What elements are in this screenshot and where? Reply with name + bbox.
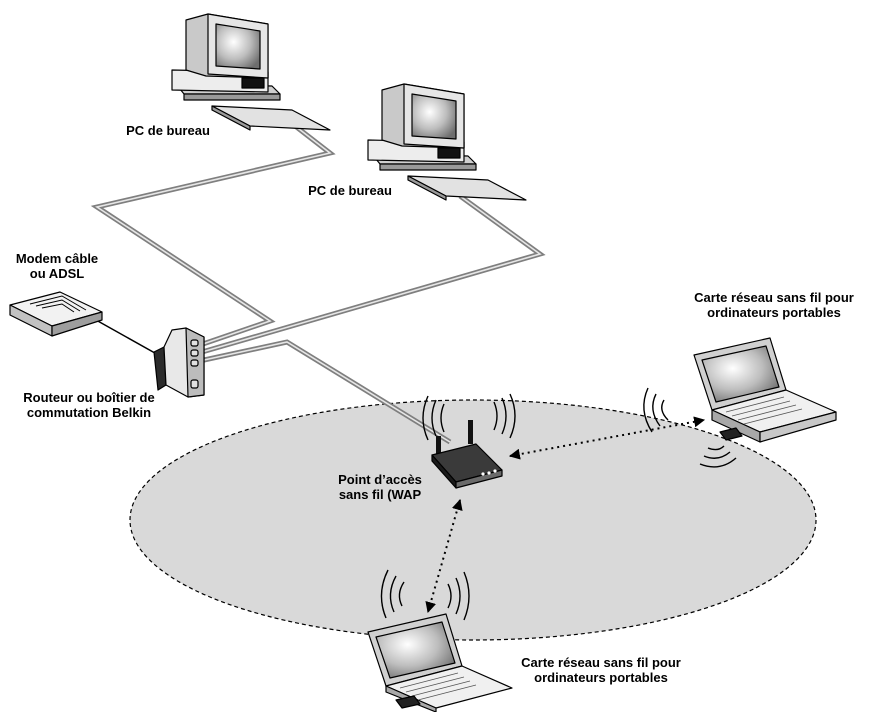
wireless-coverage-area bbox=[129, 399, 817, 641]
desktop-pc-2-icon bbox=[367, 83, 527, 201]
laptop-right-label: Carte réseau sans fil pour ordinateurs p… bbox=[676, 290, 872, 320]
laptop-bottom-label: Carte réseau sans fil pour ordinateurs p… bbox=[503, 655, 699, 685]
laptop-bottom-label-line1: Carte réseau sans fil pour bbox=[521, 655, 681, 670]
laptop-right-label-line2: ordinateurs portables bbox=[707, 305, 841, 320]
modem-icon bbox=[9, 291, 103, 337]
router-icon bbox=[153, 327, 205, 398]
wireless-access-point-icon bbox=[431, 420, 503, 489]
laptop-right-icon bbox=[693, 337, 837, 443]
wap-label-line1: Point d’accès bbox=[338, 472, 422, 487]
router-label: Routeur ou boîtier de commutation Belkin bbox=[4, 390, 174, 420]
wap-label-line2: sans fil (WAP bbox=[338, 487, 422, 502]
router-label-line2: commutation Belkin bbox=[26, 405, 152, 420]
modem-label-line2: ou ADSL bbox=[29, 266, 85, 281]
modem-label: Modem câble ou ADSL bbox=[2, 251, 112, 281]
wireless-link-arrow-bottom bbox=[425, 498, 463, 614]
desktop-pc-1-icon bbox=[171, 13, 331, 131]
ethernet-cables bbox=[90, 120, 546, 445]
modem-router-cable bbox=[95, 319, 163, 358]
pc-1-label: PC de bureau bbox=[126, 123, 210, 138]
laptop-bottom-icon bbox=[367, 613, 513, 712]
pc-2-label: PC de bureau bbox=[308, 183, 392, 198]
modem-label-line1: Modem câble bbox=[15, 251, 99, 266]
laptop-right-label-line1: Carte réseau sans fil pour bbox=[694, 290, 854, 305]
wap-label: Point d’accès sans fil (WAP bbox=[320, 472, 440, 502]
laptop-bottom-label-line2: ordinateurs portables bbox=[534, 670, 668, 685]
router-label-line1: Routeur ou boîtier de bbox=[23, 390, 155, 405]
